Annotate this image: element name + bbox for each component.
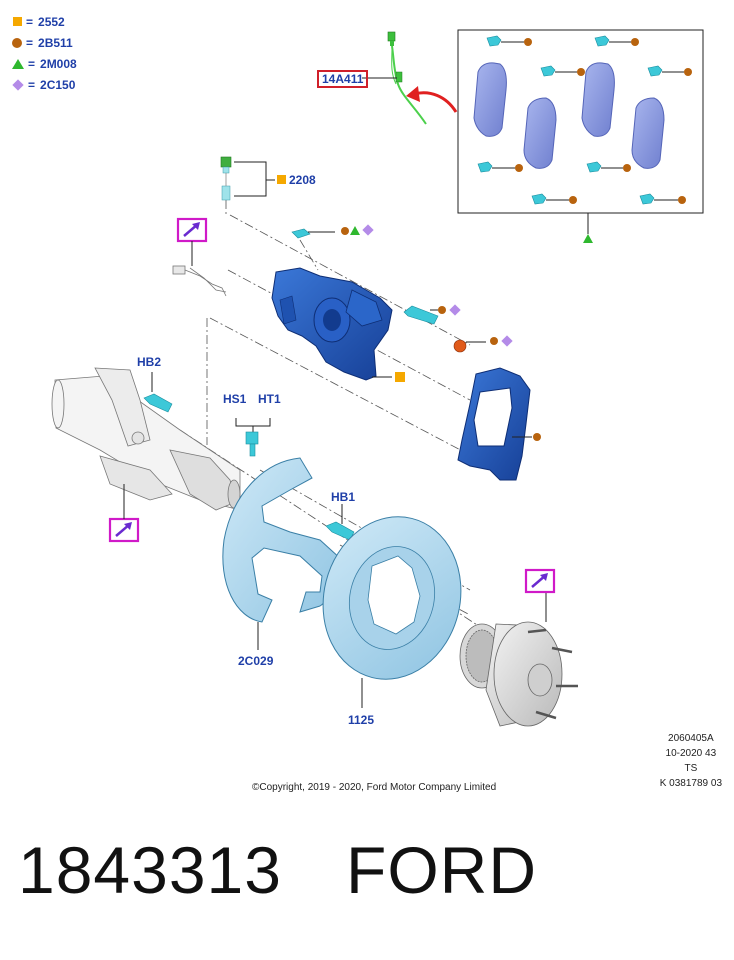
note-icon <box>108 484 140 543</box>
legend-code: 2C150 <box>40 77 76 92</box>
reference-block: 2060405A 10-2020 43 TS K 0381789 03 <box>660 731 722 791</box>
diamond-icon <box>12 78 24 91</box>
triangle-icon <box>12 58 24 69</box>
reference-line: K 0381789 03 <box>659 778 722 789</box>
legend-code: 2B511 <box>38 35 73 50</box>
legend-item: = 2552 <box>12 11 77 32</box>
legend-item: = 2B511 <box>12 32 77 53</box>
label-hb1: HB1 <box>331 490 356 504</box>
reference-line: TS <box>684 763 698 774</box>
label-shield: 2C029 <box>238 654 274 668</box>
abs-sensor <box>172 265 227 297</box>
label-hb2: HB2 <box>137 355 162 369</box>
note-icon <box>524 568 556 594</box>
brand-name: FORD <box>346 833 537 907</box>
part-number: 1843313 <box>18 833 282 907</box>
copyright: ©Copyright, 2019 - 2020, Ford Motor Comp… <box>252 782 497 793</box>
brake-disc <box>322 516 462 708</box>
caliper-bracket <box>457 367 541 481</box>
brake-pads <box>473 62 665 169</box>
legend-code: 2552 <box>38 14 65 29</box>
label-disc: 1125 <box>348 713 375 727</box>
red-arrow-icon <box>413 91 458 113</box>
dust-cap <box>453 335 513 353</box>
circle-icon <box>12 37 22 48</box>
label-sensor: 14A411 <box>317 70 369 88</box>
label-bleeder: 2208 <box>289 173 316 187</box>
bleeder-screw <box>220 156 286 201</box>
legend: = 2552 = 2B511 = 2M008 = 2C150 <box>12 11 77 95</box>
pad-clips <box>477 35 692 205</box>
axle-knuckle <box>51 367 241 511</box>
hs1-ht1-stud <box>235 418 271 457</box>
guide-bolt-lower <box>403 304 461 325</box>
hb1-bolt <box>325 504 355 541</box>
square-icon <box>13 17 22 26</box>
note-icon <box>176 217 208 266</box>
grease-triangle-marker <box>583 234 593 243</box>
hb2-bolt <box>143 372 173 413</box>
wheel-hub <box>459 592 578 727</box>
reference-line: 10-2020 43 <box>665 748 717 759</box>
label-ht1: HT1 <box>258 392 281 406</box>
legend-item: = 2M008 <box>12 53 77 74</box>
reference-line: 2060405A <box>668 733 714 744</box>
brake-caliper <box>271 267 405 382</box>
wear-sensor-wire <box>362 31 427 125</box>
label-hs1: HS1 <box>223 392 247 406</box>
legend-code: 2M008 <box>40 56 77 71</box>
legend-item: = 2C150 <box>12 74 77 95</box>
guide-bolt-upper <box>291 224 374 239</box>
